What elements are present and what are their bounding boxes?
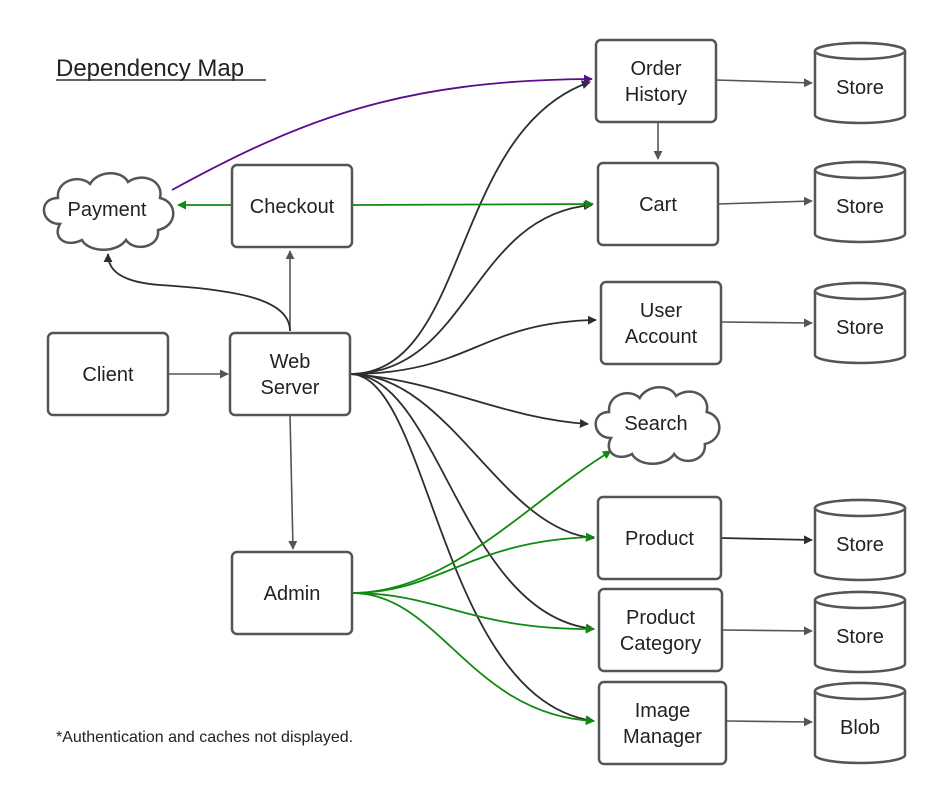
- edge-image-manager-to-blob-image-manager: [725, 717, 813, 727]
- edge-web-server-to-payment: [103, 253, 291, 332]
- edge-web-server-to-cart: [349, 201, 593, 375]
- node-store-product-label-0: Store: [836, 534, 884, 556]
- node-cart: Cart: [596, 161, 720, 247]
- node-product-category-box: [597, 587, 724, 673]
- edges-layer: [103, 74, 813, 727]
- node-product-label-0: Product: [625, 528, 694, 550]
- node-user-account-label-1: Account: [625, 326, 698, 348]
- node-search: Search: [594, 386, 721, 465]
- edge-order-history-to-store-order-history: [715, 78, 813, 88]
- edge-web-server-to-user-account: [349, 315, 597, 375]
- node-checkout-box: [230, 163, 354, 249]
- node-order-history-box: [594, 38, 718, 124]
- node-store-product-category: Store: [813, 590, 907, 674]
- node-store-product: Store: [813, 498, 907, 582]
- node-store-product-category-cylinder-top: [813, 590, 907, 610]
- node-search-label-0: Search: [624, 413, 687, 435]
- edge-admin-to-search: [351, 450, 612, 594]
- node-web-server-box: [228, 331, 352, 417]
- node-client: Client: [46, 331, 170, 417]
- node-store-cart-label-0: Store: [836, 196, 884, 218]
- edge-payment-to-order-history: [171, 74, 593, 191]
- node-cart-box: [596, 161, 720, 247]
- node-store-product-cylinder-top: [813, 498, 907, 518]
- edge-web-server-to-admin: [288, 414, 298, 550]
- node-admin: Admin: [230, 550, 354, 636]
- edge-web-server-to-search: [349, 373, 589, 428]
- node-user-account-label-0: User: [640, 300, 683, 322]
- node-image-manager-label-0: Image: [635, 700, 691, 722]
- node-order-history-label-1: History: [625, 84, 687, 106]
- edge-web-server-to-product-category: [349, 373, 595, 633]
- node-admin-box: [230, 550, 354, 636]
- node-blob-image-manager-cylinder-top: [813, 681, 907, 701]
- node-store-user-account: Store: [813, 281, 907, 365]
- node-store-order-history-cylinder-top: [813, 41, 907, 61]
- node-web-server-label-1: Server: [261, 377, 320, 399]
- edge-admin-to-product: [351, 532, 595, 594]
- diagram-title: Dependency Map: [56, 55, 244, 82]
- node-product-category-label-0: Product: [626, 607, 695, 629]
- node-search-cloud: [594, 386, 721, 465]
- node-store-cart: Store: [813, 160, 907, 244]
- node-store-user-account-label-0: Store: [836, 317, 884, 339]
- node-product: Product: [596, 495, 723, 581]
- node-store-cart-cylinder-top: [813, 160, 907, 180]
- edge-cart-to-store-cart: [717, 196, 813, 206]
- edge-checkout-to-cart: [351, 199, 594, 209]
- node-store-order-history-label-0: Store: [836, 77, 884, 99]
- node-payment-label-0: Payment: [68, 199, 147, 221]
- node-store-product-category-label-0: Store: [836, 626, 884, 648]
- edge-user-account-to-store-user-account: [720, 318, 813, 328]
- node-blob-image-manager-label-0: Blob: [840, 717, 880, 739]
- edge-product-category-to-store-product-category: [721, 626, 813, 636]
- node-order-history-label-0: Order: [630, 58, 681, 80]
- node-product-category-label-1: Category: [620, 633, 701, 655]
- node-store-user-account-cylinder-top: [813, 281, 907, 301]
- node-client-label-0: Client: [82, 364, 134, 386]
- node-checkout: Checkout: [230, 163, 354, 249]
- node-image-manager-box: [597, 680, 728, 766]
- diagram-footnote: *Authentication and caches not displayed…: [56, 729, 353, 746]
- node-client-box: [46, 331, 170, 417]
- node-cart-label-0: Cart: [639, 194, 677, 216]
- edge-web-server-to-image-manager: [349, 373, 595, 725]
- edge-admin-to-product-category: [351, 592, 595, 634]
- node-image-manager-label-1: Manager: [623, 726, 702, 748]
- edge-web-server-to-product: [349, 373, 595, 542]
- node-store-order-history: Store: [813, 41, 907, 125]
- node-user-account-box: [599, 280, 723, 366]
- edge-web-server-to-order-history: [349, 80, 591, 375]
- node-payment-cloud: [42, 172, 175, 251]
- node-payment: Payment: [42, 172, 175, 251]
- node-admin-label-0: Admin: [264, 583, 321, 605]
- node-web-server-label-0: Web: [270, 351, 311, 373]
- edge-admin-to-image-manager: [351, 592, 595, 726]
- node-blob-image-manager: Blob: [813, 681, 907, 765]
- node-checkout-label-0: Checkout: [250, 196, 335, 218]
- node-product-box: [596, 495, 723, 581]
- edge-product-to-store-product: [720, 535, 813, 545]
